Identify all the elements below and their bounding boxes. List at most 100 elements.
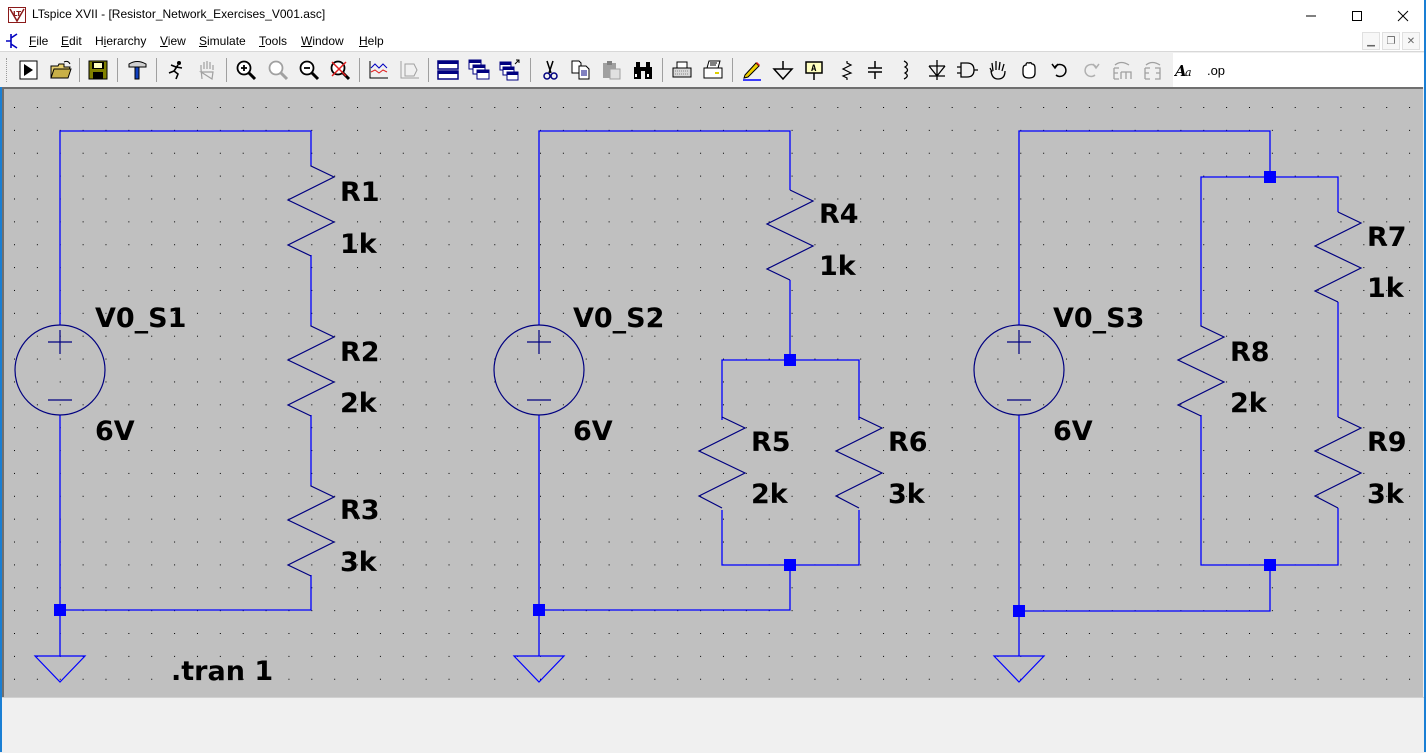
mirror-button[interactable] (1140, 57, 1166, 83)
resistor-name[interactable]: R3 (340, 495, 380, 526)
toolbar-separator (428, 58, 429, 82)
ground-icon[interactable] (33, 655, 87, 683)
print-setup-button[interactable] (669, 57, 695, 83)
source-name[interactable]: V0_S1 (95, 303, 186, 334)
halt-button[interactable] (162, 57, 188, 83)
resistor-r5[interactable] (697, 416, 747, 509)
resistor-value[interactable]: 2k (751, 479, 789, 510)
pan-button[interactable] (194, 57, 220, 83)
autorange-button[interactable] (366, 57, 392, 83)
tile-button[interactable] (435, 57, 461, 83)
mdi-minimize-button[interactable]: ▁ (1362, 32, 1380, 50)
spice-directive-button[interactable]: .op (1203, 57, 1229, 83)
resistor-name[interactable]: R5 (751, 427, 791, 458)
resistor-value[interactable]: 1k (340, 229, 378, 260)
capacitor-button[interactable] (862, 57, 888, 83)
open-button[interactable] (48, 57, 74, 83)
find-button[interactable] (630, 57, 656, 83)
drag-button[interactable] (1016, 57, 1042, 83)
ground-button[interactable] (770, 57, 796, 83)
cut-button[interactable] (537, 57, 563, 83)
resistor-value[interactable]: 2k (1230, 388, 1268, 419)
spice-directive[interactable]: .tran 1 (171, 656, 273, 687)
resistor-name[interactable]: R9 (1367, 427, 1407, 458)
voltage-source-v0-s1[interactable] (14, 324, 106, 416)
voltage-source-v0-s2[interactable] (493, 324, 585, 416)
wire[interactable] (59, 130, 312, 325)
diode-button[interactable] (924, 57, 950, 83)
resistor-r9[interactable] (1313, 416, 1363, 509)
toolbar-grip[interactable] (6, 58, 10, 82)
redo-button[interactable] (1078, 57, 1104, 83)
resistor-value[interactable]: 1k (819, 251, 857, 282)
resistor-r3[interactable] (286, 485, 336, 577)
resistor-name[interactable]: R2 (340, 337, 380, 368)
resistor-r7[interactable] (1313, 211, 1363, 303)
ground-icon[interactable] (992, 655, 1046, 683)
close-all-button[interactable] (497, 57, 523, 83)
zoom-out-button[interactable] (296, 57, 322, 83)
source-value[interactable]: 6V (573, 416, 613, 447)
resistor-value[interactable]: 1k (1367, 273, 1405, 304)
run-button[interactable] (16, 57, 42, 83)
resistor-name[interactable]: R4 (819, 199, 859, 230)
resistor-value[interactable]: 3k (1367, 479, 1405, 510)
maximize-button[interactable] (1334, 0, 1380, 31)
save-button[interactable] (85, 57, 111, 83)
inductor-button[interactable] (893, 57, 919, 83)
menu-simulate[interactable]: Simulate (199, 34, 246, 48)
resistor-button[interactable] (832, 57, 858, 83)
wire[interactable] (538, 130, 791, 325)
close-button[interactable] (1380, 0, 1426, 31)
menu-window[interactable]: Window (301, 34, 344, 48)
zoom-cancel-button[interactable] (327, 57, 353, 83)
component-button[interactable] (954, 57, 980, 83)
resistor-value[interactable]: 3k (888, 479, 926, 510)
source-value[interactable]: 6V (95, 416, 135, 447)
resistor-name[interactable]: R6 (888, 427, 928, 458)
resistor-r4[interactable] (765, 189, 815, 281)
resistor-r2[interactable] (286, 325, 336, 417)
source-name[interactable]: V0_S3 (1053, 303, 1144, 334)
move-button[interactable] (985, 57, 1011, 83)
source-name[interactable]: V0_S2 (573, 303, 664, 334)
wire[interactable] (1018, 415, 1271, 612)
schematic-doc-icon[interactable] (5, 33, 19, 49)
wire[interactable] (538, 415, 791, 611)
mdi-restore-button[interactable]: ❐ (1382, 32, 1400, 50)
fft-button[interactable] (397, 57, 423, 83)
ground-icon[interactable] (512, 655, 566, 683)
undo-button[interactable] (1047, 57, 1073, 83)
draw-wire-button[interactable] (739, 57, 765, 83)
menu-tools[interactable]: Tools (259, 34, 288, 48)
resistor-name[interactable]: R7 (1367, 222, 1407, 253)
resistor-value[interactable]: 3k (340, 547, 378, 578)
paste-button[interactable] (599, 57, 625, 83)
minimize-button[interactable] (1288, 0, 1334, 31)
wire[interactable] (59, 415, 312, 611)
rotate-button[interactable] (1109, 57, 1135, 83)
source-value[interactable]: 6V (1053, 416, 1093, 447)
cascade-button[interactable] (466, 57, 492, 83)
resistor-name[interactable]: R1 (340, 177, 380, 208)
zoom-in-button[interactable] (233, 57, 259, 83)
print-button[interactable] (700, 57, 726, 83)
control-panel-button[interactable] (124, 57, 150, 83)
voltage-source-v0-s3[interactable] (973, 324, 1065, 416)
resistor-r1[interactable] (286, 165, 336, 257)
menu-view[interactable]: View (160, 34, 186, 48)
menu-edit[interactable]: Edit (61, 34, 82, 48)
menu-file[interactable]: File (29, 34, 49, 48)
wire[interactable] (1018, 130, 1271, 325)
resistor-r8[interactable] (1176, 325, 1226, 417)
menu-hierarchy[interactable]: Hierarchy (95, 34, 147, 48)
label-net-button[interactable]: A (801, 57, 827, 83)
resistor-name[interactable]: R8 (1230, 337, 1270, 368)
copy-button[interactable] (568, 57, 594, 83)
resistor-r6[interactable] (834, 416, 884, 509)
zoom-fit-button[interactable] (265, 57, 291, 83)
resistor-value[interactable]: 2k (340, 388, 378, 419)
mdi-close-button[interactable]: ✕ (1402, 32, 1420, 50)
menu-help[interactable]: Help (359, 34, 384, 48)
